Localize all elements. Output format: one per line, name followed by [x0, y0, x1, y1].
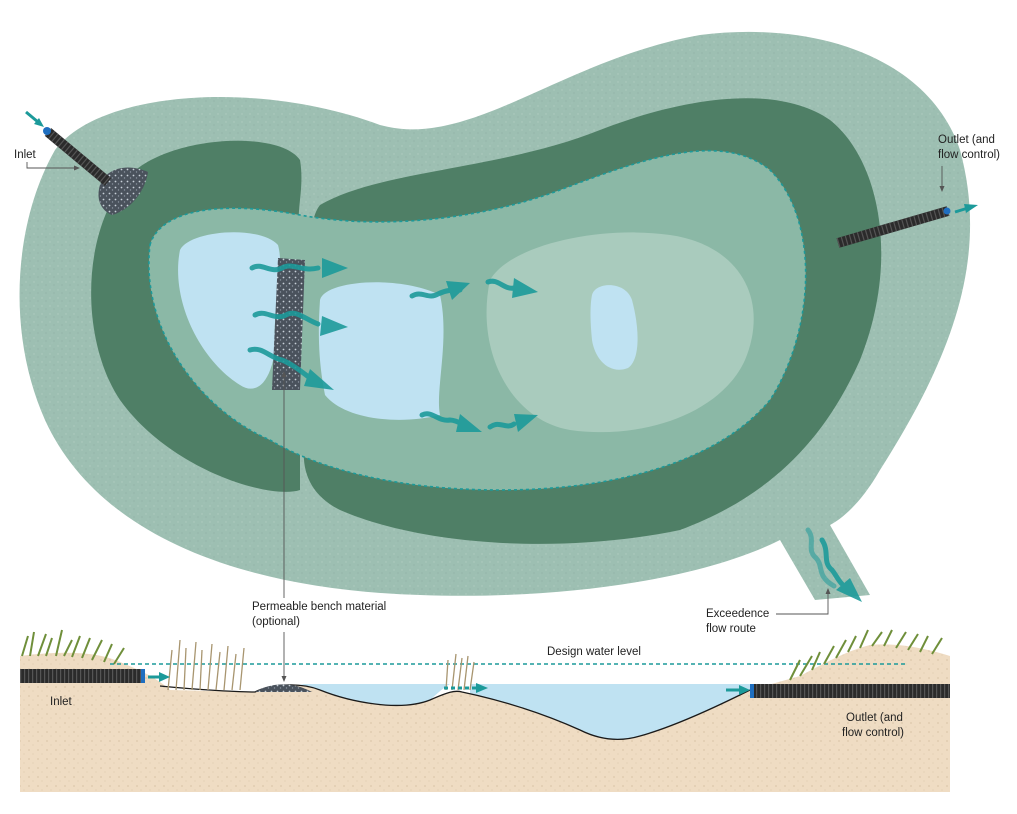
- flow-arrow-icon: [148, 672, 170, 682]
- water-pool-3: [590, 285, 638, 370]
- outlet-section-label-line2: flow control): [842, 727, 904, 739]
- inlet-section-pipe-icon: [20, 669, 145, 683]
- outlet-plan-label-line1: Outlet (and: [938, 134, 995, 146]
- flow-arrow-icon: [252, 310, 348, 336]
- exceedence-label-line2: flow route: [706, 623, 756, 635]
- flow-arrow-icon: [726, 685, 750, 695]
- cross-section: Design water level Inlet Outlet (and flo…: [20, 629, 950, 792]
- inlet-headwall: [98, 167, 148, 215]
- soil-body: [20, 644, 950, 792]
- section-flow-arrows: [148, 672, 750, 695]
- reeds-middle: [445, 653, 475, 691]
- outlet-section-label-line1: Outlet (and: [846, 712, 903, 724]
- exceedence-label-line1: Exceedence: [706, 608, 769, 620]
- flow-arrow-icon: [247, 346, 334, 390]
- grass-right: [789, 629, 943, 681]
- exceedence-flow-arrow-icon: [805, 527, 862, 602]
- bench-label-line1: Permeable bench material: [252, 601, 386, 613]
- outlet-pipe-icon: [836, 206, 951, 248]
- inner-basin-outline: [148, 150, 807, 491]
- outlet-section-pipe-icon: [750, 684, 950, 698]
- water-section: [300, 684, 450, 706]
- reeds-left: [167, 639, 245, 691]
- design-water-level-label: Design water level: [547, 646, 641, 658]
- inlet-flow-arrow-icon: [25, 110, 44, 127]
- flow-arrow-icon: [485, 278, 538, 298]
- inlet-section-label: Inlet: [50, 696, 73, 708]
- grass-left: [21, 629, 125, 665]
- leader-lines: [26, 162, 945, 615]
- flow-arrow-icon: [444, 683, 488, 693]
- bench-label-line2: (optional): [252, 616, 300, 628]
- flow-arrow-icon: [419, 411, 482, 432]
- bench-section: [255, 684, 312, 692]
- flow-arrow-icon: [487, 414, 538, 432]
- water-section-main: [470, 684, 752, 740]
- outlet-flow-arrow-icon: [954, 204, 978, 214]
- outlet-plan-label-line2: flow control): [938, 149, 1000, 161]
- flow-arrows: [247, 258, 862, 602]
- flow-arrow-icon: [249, 258, 348, 278]
- plan-view: Inlet Outlet (and flow control) Permeabl…: [14, 31, 1000, 635]
- inlet-plan-label: Inlet: [14, 149, 37, 161]
- flow-arrow-icon: [409, 281, 470, 300]
- inlet-pipe-icon: [43, 127, 112, 186]
- permeable-bench: [272, 258, 305, 390]
- water-pool-2: [318, 282, 444, 420]
